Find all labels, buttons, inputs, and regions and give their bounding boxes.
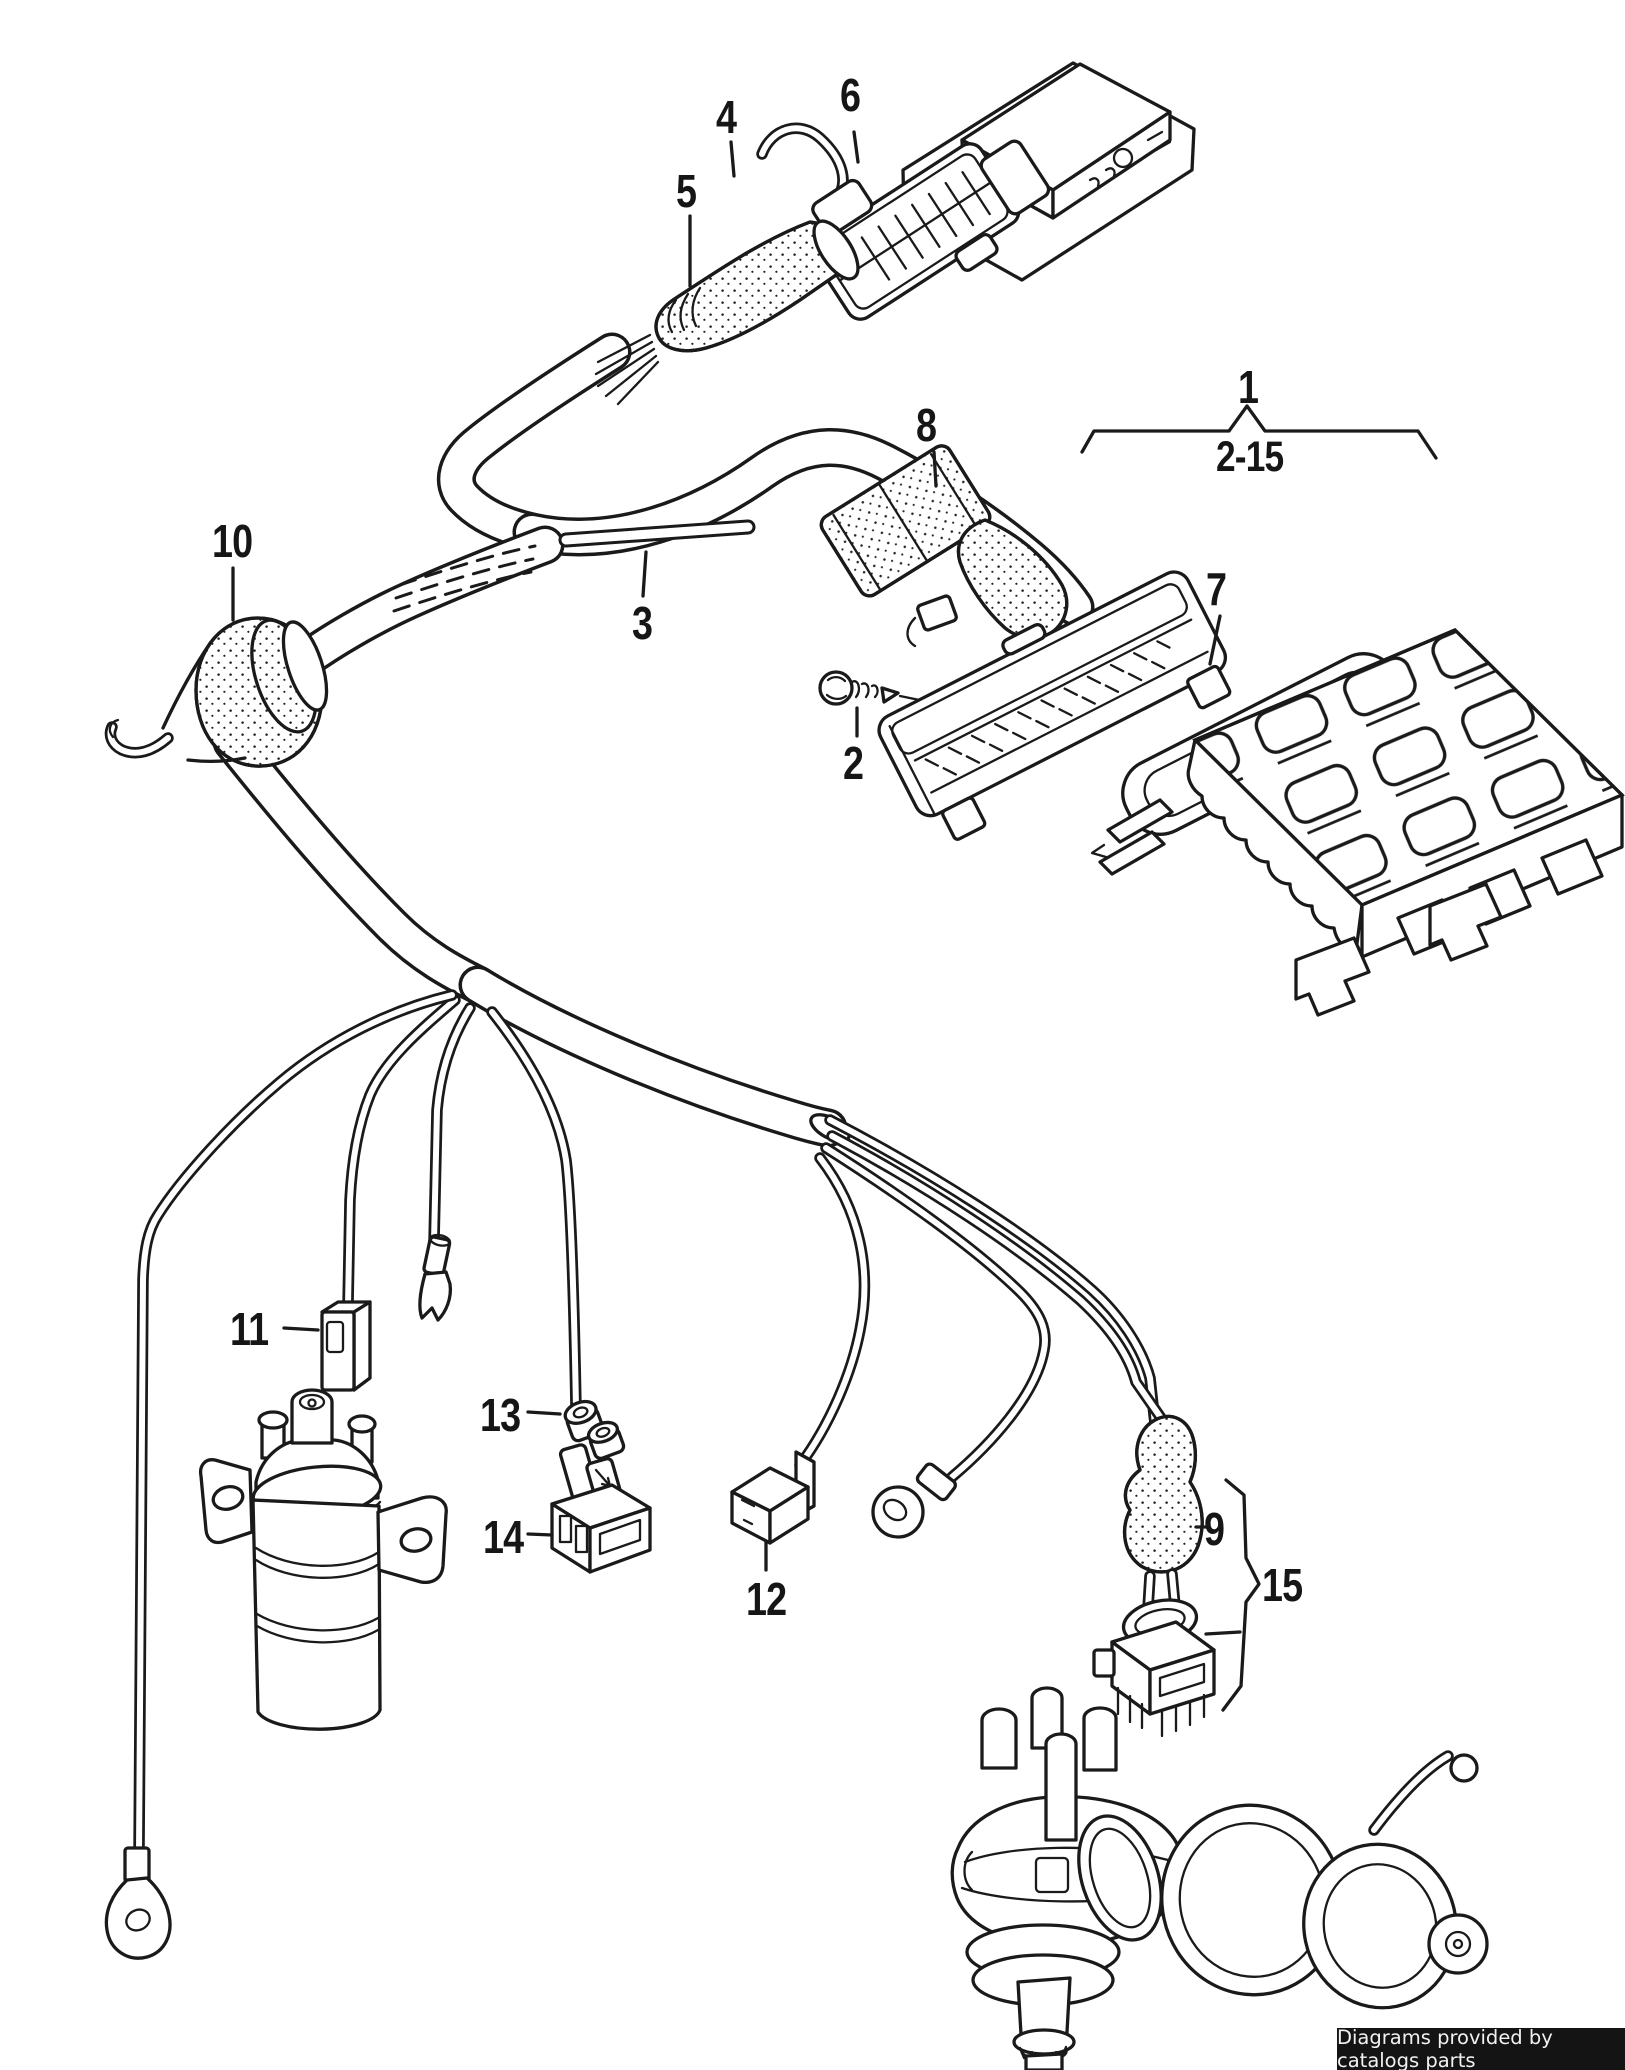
callout-10: 10 xyxy=(212,515,253,567)
group-bracket xyxy=(1080,404,1438,460)
ground-ring-terminal xyxy=(104,1846,172,1960)
distributor-plug-boot xyxy=(1092,1414,1216,1738)
coil-plug-housing-14 xyxy=(550,1443,652,1574)
callout-7: 7 xyxy=(1206,563,1227,615)
terminal-seals-13 xyxy=(563,1399,626,1461)
harness-connector-housing xyxy=(594,122,1051,406)
bracket-15 xyxy=(1221,1478,1261,1712)
callout-group-range: 2-15 xyxy=(1216,433,1284,481)
ecu-connector xyxy=(877,570,1232,841)
callout-leaders xyxy=(231,130,1438,1712)
callout-9: 9 xyxy=(1204,1503,1225,1555)
callout-8: 8 xyxy=(916,399,937,451)
callout-15: 15 xyxy=(1262,1559,1303,1611)
ignition-distributor xyxy=(950,1686,1489,2070)
sensor-connector-12 xyxy=(730,1450,816,1545)
callout-1: 1 xyxy=(1238,361,1259,413)
callout-11: 11 xyxy=(230,1303,269,1355)
callout-13: 13 xyxy=(480,1389,521,1441)
ignition-coil xyxy=(198,1388,448,1731)
mid-ring-terminal xyxy=(871,1462,957,1539)
ecu-control-unit xyxy=(1090,628,1625,1017)
harness-tubes xyxy=(212,332,1095,1148)
callout-6: 6 xyxy=(840,69,861,121)
attribution-text: Diagrams provided by catalogs parts xyxy=(1337,2026,1553,2070)
callout-5: 5 xyxy=(676,165,697,217)
wire-stay-rod xyxy=(558,519,756,548)
callout-4: 4 xyxy=(716,91,737,143)
attribution-bar: Diagrams provided by catalogs parts xyxy=(1337,2026,1625,2070)
harness-branch-wires xyxy=(133,989,1174,1858)
callout-14: 14 xyxy=(483,1511,524,1563)
callout-12: 12 xyxy=(746,1573,787,1625)
callout-3: 3 xyxy=(632,597,653,649)
callout-2: 2 xyxy=(843,737,864,789)
spade-terminal xyxy=(418,1233,453,1322)
bulkhead-grommet xyxy=(104,616,329,768)
harness-wrap-ferrule xyxy=(819,444,1069,648)
coil-connector xyxy=(320,1300,372,1392)
